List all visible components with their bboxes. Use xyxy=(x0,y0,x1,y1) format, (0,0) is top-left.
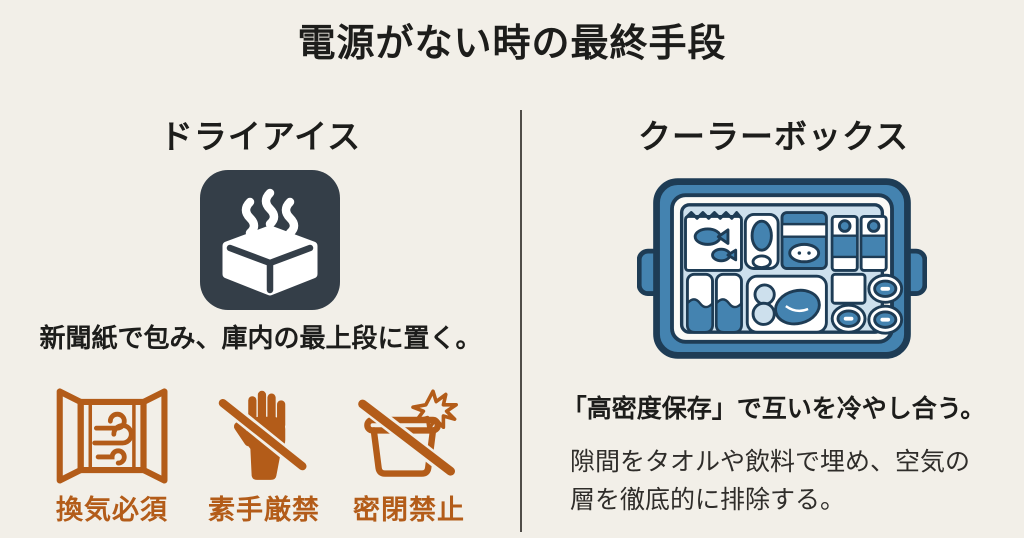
cooler-paragraph: 隙間をタオルや飲料で埋め、空気の層を徹底的に排除する。 xyxy=(570,448,971,514)
dry-ice-description: 新聞紙で包み、庫内の最上段に置く。 xyxy=(39,323,482,353)
cooler-box-illustration xyxy=(636,172,928,365)
warning-ventilation: 換気必須 xyxy=(37,388,187,527)
page-title: 電源がない時の最終手段 xyxy=(297,23,727,65)
cooler-box-heading: クーラーボックス xyxy=(637,118,909,155)
warning-label: 密閉禁止 xyxy=(353,495,465,525)
warning-label: 換気必須 xyxy=(56,495,168,525)
no-bare-hands-icon xyxy=(189,388,339,484)
warning-no-bare-hands: 素手厳禁 xyxy=(189,388,339,527)
no-sealed-container-icon xyxy=(334,388,484,484)
dry-ice-steam-icon xyxy=(200,170,340,310)
open-window-ventilation-icon xyxy=(37,388,187,484)
cooler-bold-line: 「高密度保存」で互いを冷やし合う。 xyxy=(561,395,986,423)
dry-ice-heading: ドライアイス xyxy=(159,118,362,155)
warning-label: 素手厳禁 xyxy=(208,495,320,525)
column-divider xyxy=(520,110,522,532)
warning-no-sealing: 密閉禁止 xyxy=(334,388,484,527)
